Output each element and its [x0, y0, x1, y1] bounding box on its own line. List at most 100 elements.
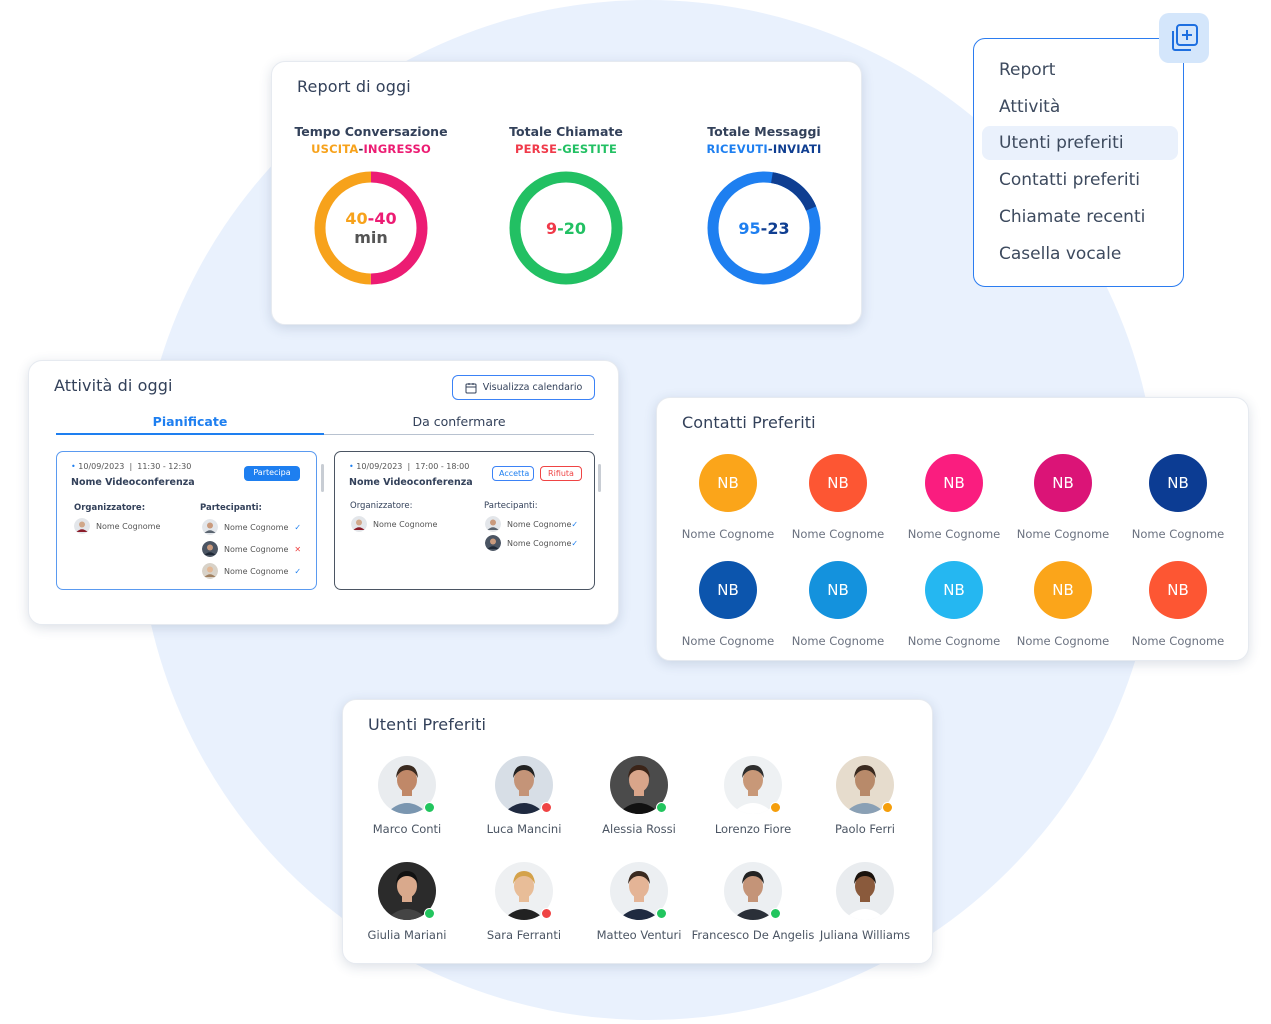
- contact-name: Nome Cognome: [1016, 527, 1110, 541]
- user-item[interactable]: Marco Conti: [345, 756, 469, 836]
- participant-name: Nome Cognome: [507, 519, 572, 529]
- contact-avatar: NB: [1149, 454, 1207, 512]
- user-item[interactable]: Paolo Ferri: [803, 756, 927, 836]
- event-datetime: • 10/09/2023 | 11:30 - 12:30: [71, 462, 192, 471]
- contact-item[interactable]: NB Nome Cognome: [1008, 561, 1118, 648]
- scrollbar[interactable]: [598, 464, 601, 492]
- contact-name: Nome Cognome: [1131, 527, 1225, 541]
- user-item[interactable]: Luca Mancini: [462, 756, 586, 836]
- participant-name: Nome Cognome: [224, 544, 289, 554]
- user-name: Giulia Mariani: [367, 928, 447, 942]
- contact-avatar: NB: [1034, 561, 1092, 619]
- organizer: Nome Cognome: [74, 518, 160, 534]
- metric-total-messages: Totale Messaggi RICEVUTI-INVIATI 95-23: [674, 124, 854, 285]
- activity-title: Attività di oggi: [54, 376, 173, 395]
- contact-name: Nome Cognome: [907, 634, 1001, 648]
- user-avatar: [495, 756, 553, 814]
- user-avatar: [724, 862, 782, 920]
- user-item[interactable]: Sara Ferranti: [462, 862, 586, 942]
- user-avatar: [378, 862, 436, 920]
- menu-item-casella-vocale[interactable]: Casella vocale: [999, 244, 1122, 264]
- user-item[interactable]: Alessia Rossi: [577, 756, 701, 836]
- participant: Nome Cognome ✓: [485, 516, 578, 532]
- event-card-pending[interactable]: • 10/09/2023 | 17:00 - 18:00 Nome Videoc…: [334, 451, 595, 590]
- user-item[interactable]: Giulia Mariani: [345, 862, 469, 942]
- accepted-check-icon: ✓: [571, 519, 579, 529]
- avatar: [485, 535, 501, 551]
- participants-label: Partecipanti:: [200, 503, 262, 513]
- contact-avatar: NB: [925, 454, 983, 512]
- menu-item-report[interactable]: Report: [999, 60, 1056, 80]
- participant-name: Nome Cognome: [507, 538, 572, 548]
- user-item[interactable]: Juliana Williams: [803, 862, 927, 942]
- contact-avatar: NB: [699, 561, 757, 619]
- add-square-icon: [1172, 24, 1198, 51]
- participant: Nome Cognome ✓: [202, 563, 301, 579]
- participants-label: Partecipanti:: [484, 501, 538, 511]
- donut-value: 95-23: [738, 218, 790, 238]
- metric-subtitle: PERSE-GESTITE: [514, 142, 618, 156]
- status-online-indicator: [424, 802, 435, 813]
- view-calendar-button[interactable]: Visualizza calendario: [452, 375, 595, 400]
- accepted-check-icon: ✓: [294, 522, 302, 532]
- users-title: Utenti Preferiti: [368, 715, 487, 734]
- participant: Nome Cognome ✓: [485, 535, 578, 551]
- event-title: Nome Videoconferenza: [71, 477, 195, 488]
- participant-name: Nome Cognome: [224, 522, 289, 532]
- user-avatar: [610, 756, 668, 814]
- join-button[interactable]: Partecipa: [244, 466, 300, 481]
- user-name: Matteo Venturi: [596, 928, 682, 942]
- status-away-indicator: [882, 802, 893, 813]
- activity-card: Attività di oggi Visualizza calendario P…: [28, 360, 619, 625]
- user-item[interactable]: Matteo Venturi: [577, 862, 701, 942]
- organizer: Nome Cognome: [351, 516, 437, 532]
- event-title: Nome Videoconferenza: [349, 477, 473, 488]
- accept-button[interactable]: Accetta: [492, 466, 534, 481]
- metric-total-calls: Totale Chiamate PERSE-GESTITE 9-20: [476, 124, 656, 285]
- contact-item[interactable]: NB Nome Cognome: [1123, 454, 1233, 541]
- organizer-label: Organizzatore:: [350, 501, 413, 511]
- navigation-menu: Report Attività Utenti preferiti Contatt…: [973, 38, 1184, 287]
- status-online-indicator: [424, 908, 435, 919]
- contact-avatar: NB: [809, 454, 867, 512]
- reject-button[interactable]: Rifiuta: [540, 466, 582, 481]
- tab-pianificate[interactable]: Pianificate: [152, 414, 228, 429]
- menu-item-chiamate-recenti[interactable]: Chiamate recenti: [999, 207, 1146, 227]
- event-card-planned[interactable]: • 10/09/2023 | 11:30 - 12:30 Nome Videoc…: [56, 451, 317, 590]
- scrollbar[interactable]: [321, 464, 324, 492]
- menu-item-attivita[interactable]: Attività: [999, 97, 1061, 117]
- user-name: Sara Ferranti: [486, 928, 562, 942]
- user-avatar: [724, 756, 782, 814]
- avatar: [351, 516, 367, 532]
- organizer-name: Nome Cognome: [96, 521, 161, 531]
- donut-value: 9-20: [545, 218, 587, 238]
- menu-item-contatti-preferiti[interactable]: Contatti preferiti: [999, 170, 1140, 190]
- contact-name: Nome Cognome: [1016, 634, 1110, 648]
- user-name: Juliana Williams: [819, 928, 911, 942]
- tab-da-confermare[interactable]: Da confermare: [412, 414, 506, 429]
- donut-chart: 9-20: [508, 170, 624, 286]
- user-name: Francesco De Angelis: [691, 928, 815, 942]
- user-item[interactable]: Francesco De Angelis: [691, 862, 815, 942]
- status-busy-indicator: [541, 908, 552, 919]
- menu-item-utenti-preferiti[interactable]: Utenti preferiti: [982, 126, 1178, 160]
- contact-name: Nome Cognome: [791, 634, 885, 648]
- user-name: Marco Conti: [372, 822, 442, 836]
- calendar-icon: [465, 382, 477, 393]
- avatar: [202, 541, 218, 557]
- user-avatar: [378, 756, 436, 814]
- contact-name: Nome Cognome: [1131, 634, 1225, 648]
- user-name: Luca Mancini: [486, 822, 562, 836]
- user-avatar: [836, 862, 894, 920]
- user-item[interactable]: Lorenzo Fiore: [691, 756, 815, 836]
- user-avatar: [610, 862, 668, 920]
- add-button[interactable]: [1159, 13, 1209, 63]
